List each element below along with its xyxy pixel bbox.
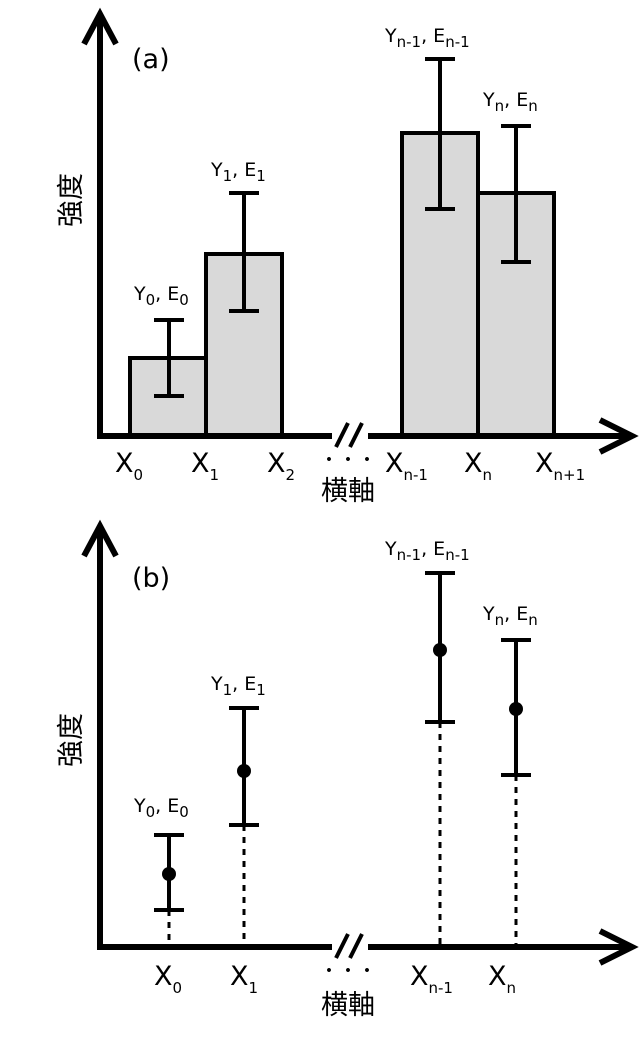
error-bar-1 (229, 191, 259, 313)
panel-a-x-tick: X1 (191, 448, 219, 484)
x-axis-arrow-icon (598, 928, 639, 966)
y-axis-arrow-icon (81, 519, 119, 558)
panel-b-y-axis-label: 強度 (56, 713, 87, 767)
panel-b-x-axis-label: 横軸 (321, 990, 375, 1021)
panel-b-point-label: Y1, E1 (210, 673, 266, 699)
y-axis-arrow-icon (81, 7, 119, 46)
panel-a-point-label: Y0, E0 (133, 283, 189, 309)
panel-b-x-tick: Xn-1 (410, 961, 453, 997)
panel-a-point-label: Yn-1, En-1 (384, 25, 470, 51)
error-bar-n (501, 124, 531, 264)
x-axis-arrow-icon (598, 417, 639, 455)
panel-a-label: (a) (132, 44, 170, 75)
panel-b-point-label: Y0, E0 (133, 795, 189, 821)
panel-b-x-tick: X0 (154, 961, 182, 997)
error-bar-0 (154, 318, 184, 398)
panel-a-point-label: Y1, E1 (210, 159, 266, 185)
panel-a-x-tick: Xn+1 (535, 448, 585, 484)
panel-a: (a) 強度 横軸 ・・・ X0 X1 X2 Xn-1 Xn Xn+1 Y0, … (56, 7, 639, 507)
panel-b-point-label: Yn-1, En-1 (384, 538, 470, 564)
bar-n (476, 191, 556, 438)
error-bar-n-1 (425, 57, 455, 211)
axis-break-mark-1 (334, 422, 350, 448)
error-bar-point-0 (154, 833, 184, 912)
panel-a-point-label: Yn, En (482, 89, 538, 115)
error-bar-point-n-1 (425, 571, 455, 724)
panel-a-x-tick: Xn (464, 448, 492, 484)
panel-a-y-axis-label: 強度 (56, 173, 87, 227)
panel-a-x-tick: Xn-1 (385, 448, 428, 484)
panel-a-x-axis-label: 横軸 (321, 476, 375, 507)
panel-b-x-tick: Xn (488, 961, 516, 997)
panel-b-label: (b) (132, 563, 170, 594)
axis-break-mark-2 (348, 422, 364, 448)
error-bar-point-1 (229, 706, 259, 827)
panel-a-x-tick: X0 (115, 448, 143, 484)
panel-b-point-label: Yn, En (482, 603, 538, 629)
axis-break-mark-2 (348, 933, 364, 959)
panel-a-ellipsis: ・・・ (319, 449, 376, 471)
panel-b-ellipsis: ・・・ (319, 960, 376, 982)
panel-b: (b) 強度 横軸 ・・・ X0 X1 Xn-1 Xn Y0, E0 Y1, E… (56, 519, 639, 1021)
axis-break-mark-1 (334, 933, 350, 959)
panel-b-x-tick: X1 (230, 961, 258, 997)
panel-a-x-tick: X2 (267, 448, 295, 484)
error-bar-point-n (501, 638, 531, 777)
